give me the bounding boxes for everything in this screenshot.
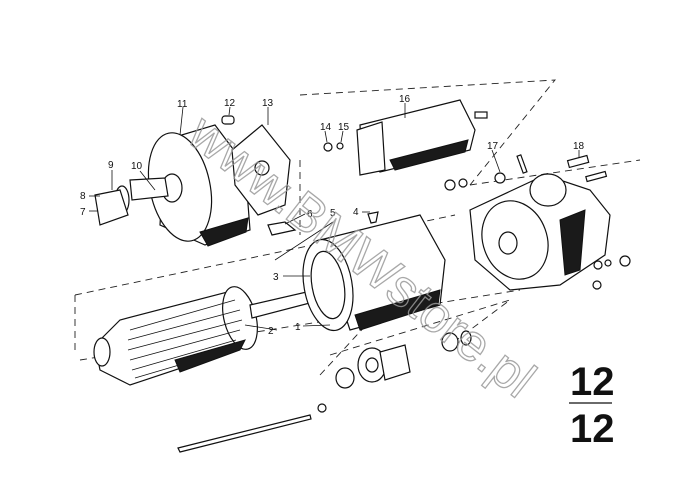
callout-10: 10 xyxy=(131,161,143,172)
callout-15: 15 xyxy=(338,122,350,133)
callout-labels: 1 2 3 4 5 6 7 8 9 10 11 12 13 14 15 16 1… xyxy=(80,94,585,337)
callout-8: 8 xyxy=(80,191,86,202)
page-number-bottom: 12 xyxy=(570,407,615,451)
drive-end-housing xyxy=(444,154,631,291)
callout-17: 17 xyxy=(487,141,499,152)
field-housing xyxy=(302,211,446,332)
callout-9: 9 xyxy=(108,160,114,171)
callout-16: 16 xyxy=(399,94,411,105)
callout-14: 14 xyxy=(320,122,332,133)
callout-12: 12 xyxy=(224,98,236,109)
page-number-top: 12 xyxy=(570,360,615,404)
callout-13: 13 xyxy=(262,98,274,109)
pinion-drive xyxy=(177,330,472,453)
callout-5: 5 xyxy=(330,208,336,219)
callout-6: 6 xyxy=(307,209,313,220)
callout-3: 3 xyxy=(273,272,279,283)
callout-18: 18 xyxy=(573,141,585,152)
brush-plate xyxy=(221,115,297,236)
callout-2: 2 xyxy=(268,326,274,337)
callout-leaders xyxy=(89,103,580,331)
callout-4: 4 xyxy=(353,207,359,218)
page-number: 12 12 xyxy=(569,360,615,451)
callout-7: 7 xyxy=(80,207,86,218)
callout-11: 11 xyxy=(177,99,188,110)
solenoid-switch xyxy=(323,99,488,176)
callout-1: 1 xyxy=(295,322,301,333)
commutator-end-cover xyxy=(94,124,251,247)
